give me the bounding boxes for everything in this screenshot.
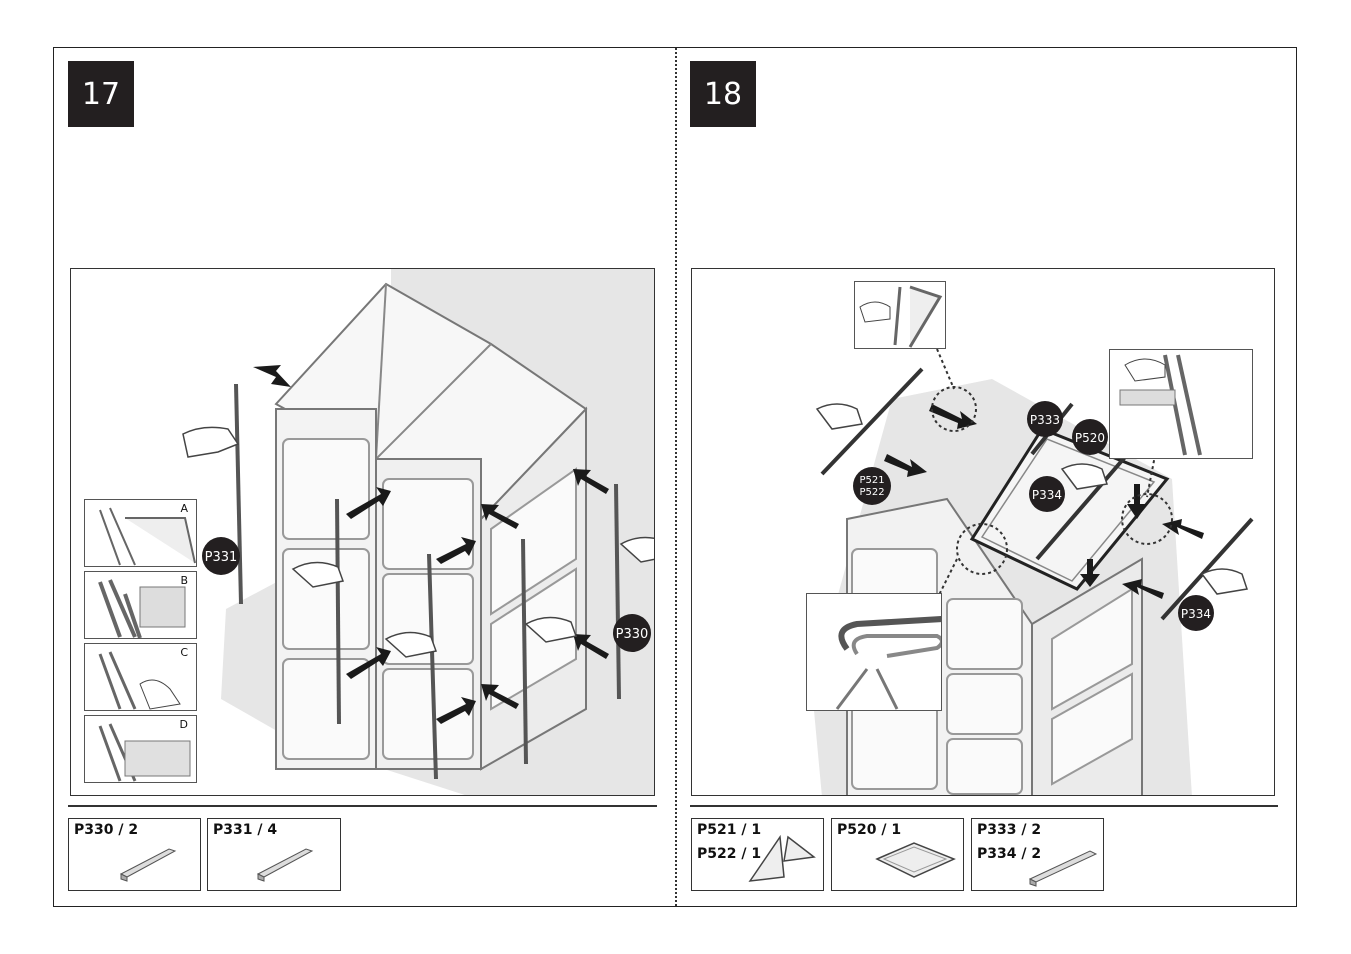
callout-p331: P331 bbox=[202, 537, 240, 575]
svg-text:P334: P334 bbox=[1032, 488, 1062, 502]
callout-p334-top: P334 bbox=[1029, 476, 1065, 512]
step-17-illustration: P331 P330 A B C D bbox=[70, 268, 655, 796]
part-label: P522 / 1 bbox=[697, 846, 762, 862]
parts-rule bbox=[690, 805, 1278, 807]
profile-detail-icon bbox=[98, 723, 191, 782]
svg-text:P330: P330 bbox=[616, 627, 649, 642]
inset-a: A bbox=[84, 499, 197, 567]
step-17-number: 17 bbox=[68, 61, 134, 127]
greenhouse-side-wall-illustration: P331 P330 bbox=[182, 269, 654, 795]
part-card-p520: P520 / 1 bbox=[831, 818, 964, 891]
page-border bbox=[53, 47, 1297, 907]
svg-text:P333: P333 bbox=[1030, 413, 1060, 427]
profile-strip-icon bbox=[256, 848, 314, 882]
detail-inset-right bbox=[1109, 349, 1253, 459]
part-label: P520 / 1 bbox=[837, 822, 902, 838]
callout-p333: P333 bbox=[1027, 401, 1063, 437]
svg-text:P520: P520 bbox=[1075, 431, 1105, 445]
step-18-number: 18 bbox=[690, 61, 756, 127]
callout-p520: P520 bbox=[1072, 419, 1108, 455]
profile-strip-icon bbox=[1028, 850, 1098, 887]
inset-d: D bbox=[84, 715, 197, 783]
step-number: 18 bbox=[703, 76, 743, 112]
profile-detail-icon bbox=[98, 579, 186, 638]
profile-detail-icon bbox=[1119, 354, 1202, 456]
part-card-p330: P330 / 2 bbox=[68, 818, 201, 891]
svg-text:P522: P522 bbox=[859, 487, 884, 498]
square-panel-icon bbox=[875, 842, 956, 878]
page-divider bbox=[675, 48, 677, 906]
svg-text:P334: P334 bbox=[1181, 607, 1211, 621]
inset-label: C bbox=[180, 646, 188, 659]
callout-p330: P330 bbox=[613, 614, 651, 652]
inset-b: B bbox=[84, 571, 197, 639]
profile-detail-icon bbox=[99, 507, 196, 566]
part-card-p331: P331 / 4 bbox=[207, 818, 341, 891]
part-card-p333-p334: P333 / 2 P334 / 2 bbox=[971, 818, 1104, 891]
triangle-panels-icon bbox=[748, 834, 816, 882]
inset-label: A bbox=[180, 502, 188, 515]
profile-strip-icon bbox=[119, 848, 177, 882]
part-label: P331 / 4 bbox=[213, 822, 278, 838]
inset-label: D bbox=[179, 718, 188, 731]
clip-detail-icon bbox=[835, 616, 941, 710]
inset-c: C bbox=[84, 643, 197, 711]
step-18-illustration: P333 P520 P521 P522 P334 P334 bbox=[691, 268, 1275, 796]
part-card-p521-p522: P521 / 1 P522 / 1 bbox=[691, 818, 824, 891]
greenhouse-roof-illustration: P333 P520 P521 P522 P334 P334 bbox=[812, 348, 1254, 795]
parts-rule bbox=[68, 805, 657, 807]
svg-text:P331: P331 bbox=[205, 550, 238, 565]
detail-inset-top bbox=[854, 281, 946, 349]
part-label: P521 / 1 bbox=[697, 822, 762, 838]
inset-label: B bbox=[180, 574, 188, 587]
profile-detail-icon bbox=[859, 285, 943, 348]
detail-inset-clip bbox=[806, 593, 942, 711]
svg-text:P521: P521 bbox=[859, 475, 884, 486]
part-label: P334 / 2 bbox=[977, 846, 1042, 862]
callout-p521-p522: P521 P522 bbox=[853, 467, 891, 505]
part-label: P333 / 2 bbox=[977, 822, 1042, 838]
part-label: P330 / 2 bbox=[74, 822, 139, 838]
step-number: 17 bbox=[81, 76, 121, 112]
callout-p334-right: P334 bbox=[1178, 595, 1214, 631]
profile-detail-icon bbox=[98, 651, 181, 710]
